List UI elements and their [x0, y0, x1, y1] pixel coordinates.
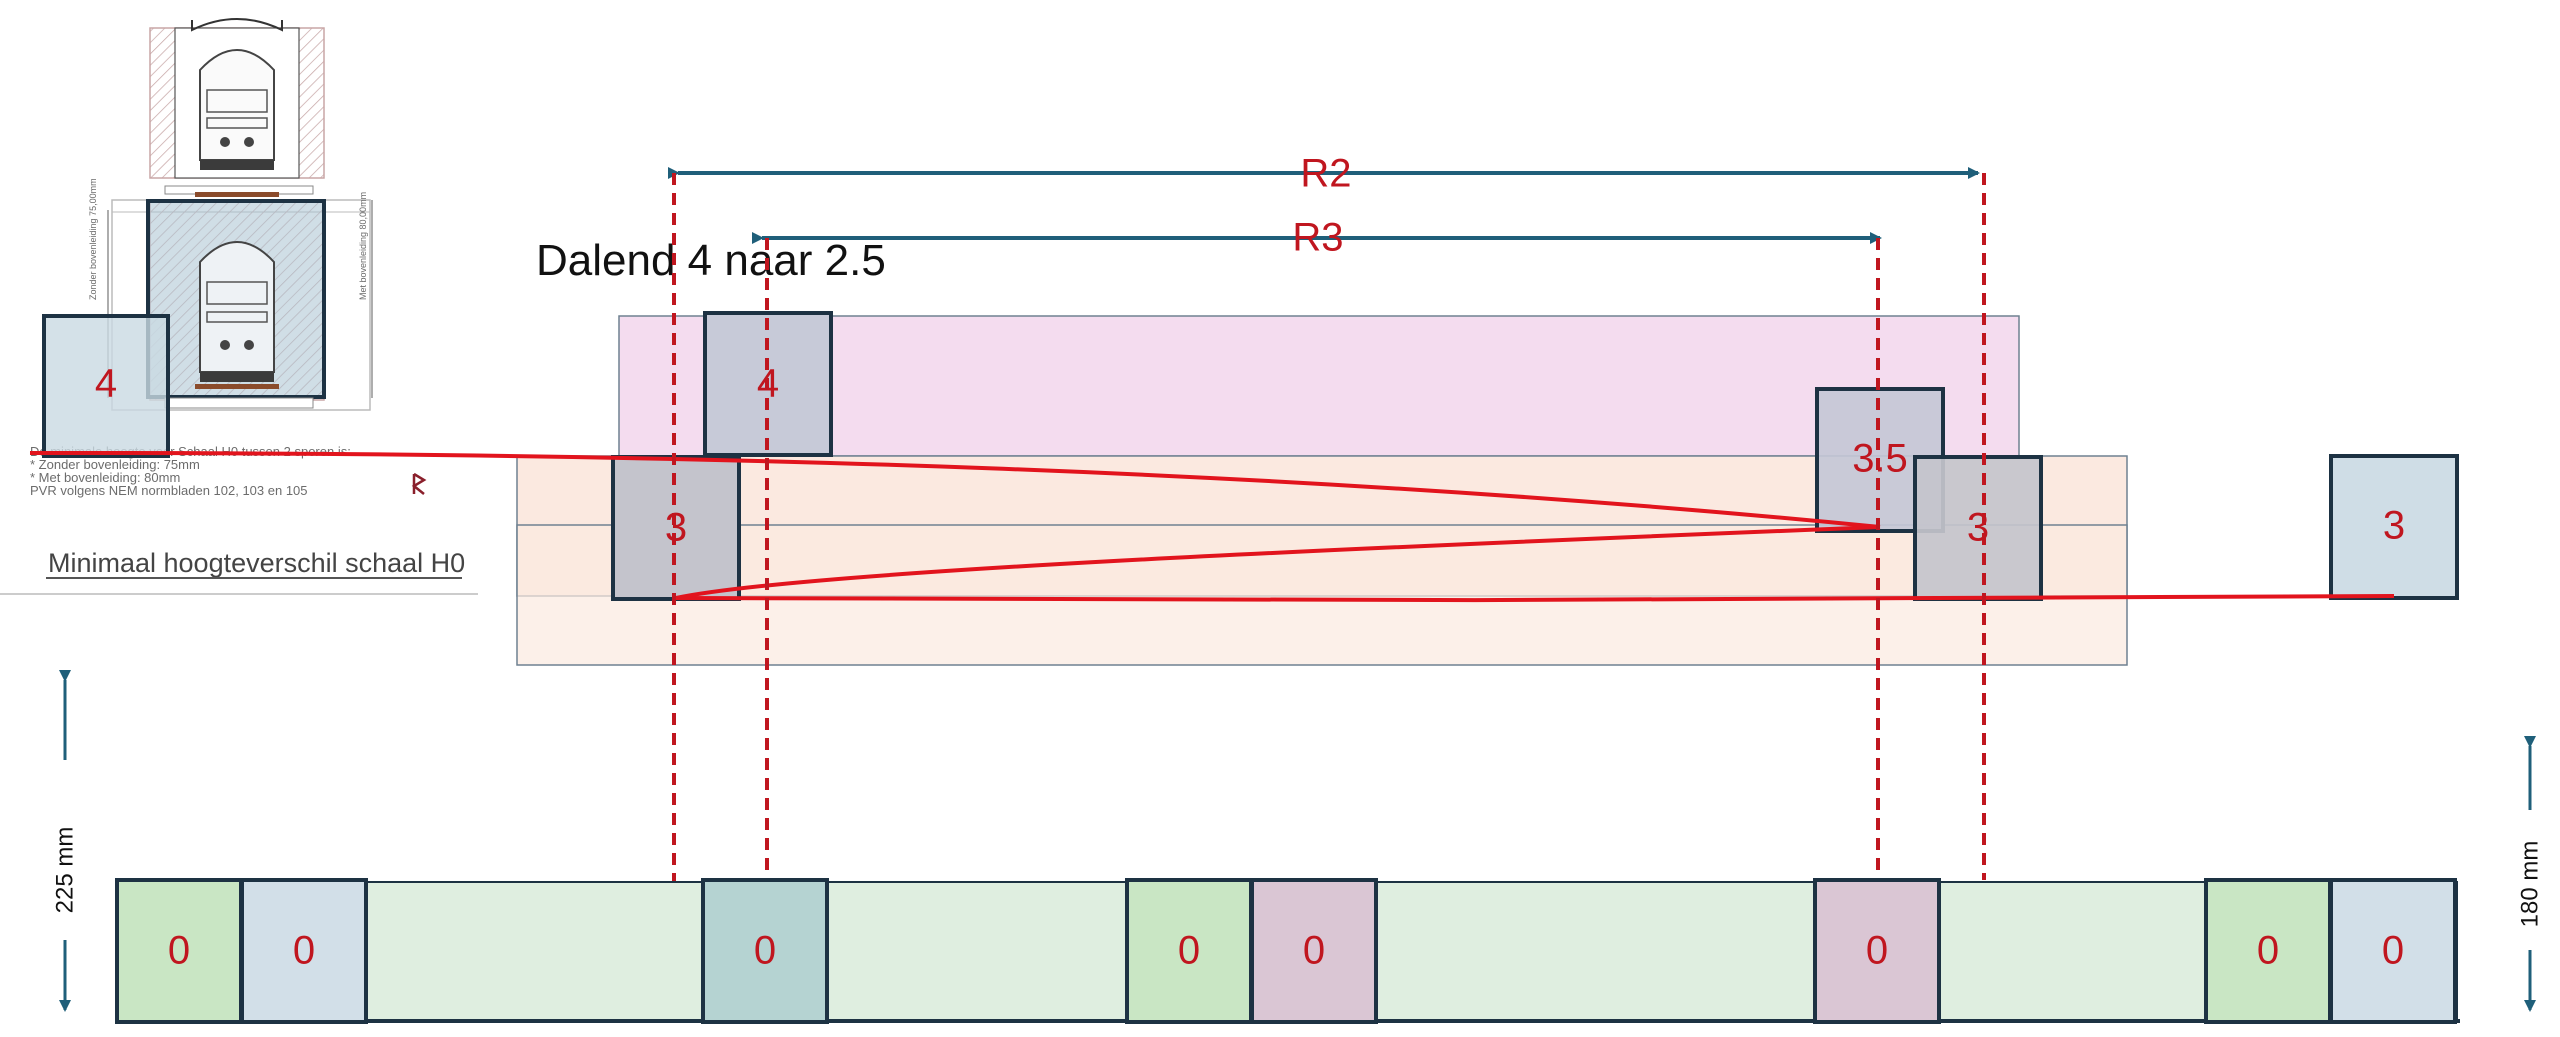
right-level-label: 3 — [2383, 504, 2405, 548]
base-block-label-5: 0 — [1303, 929, 1325, 973]
descending-track-path — [29, 450, 2395, 603]
base-block-label-4: 0 — [1178, 929, 1200, 973]
base-block-8 — [2329, 878, 2457, 1024]
radius-guide-lines — [672, 173, 1986, 950]
diagram-title: Dalend 4 naar 2.5 — [536, 236, 886, 285]
reference-inset: Zonder bovenleiding 75,00mm Met bovenlei… — [0, 18, 478, 595]
base-block-label-2: 0 — [293, 929, 315, 973]
base-block-5 — [1250, 878, 1378, 1024]
inset-right-dimension: Met bovenleiding 80,00mm — [358, 192, 368, 300]
middle-left-label: 3 — [665, 506, 687, 550]
base-block-label-6: 0 — [1866, 929, 1888, 973]
height-measure-180: 180 mm — [2505, 736, 2555, 1012]
base-block-6 — [1813, 878, 1941, 1024]
upper-train-illustration — [149, 18, 325, 197]
inset-note-line-3: * Met bovenleiding: 80mm — [30, 470, 180, 485]
base-level-blocks: 0 0 0 0 0 0 0 0 — [115, 878, 2457, 1024]
upper-level-layer — [618, 315, 2020, 457]
r2-dimension: R2 — [668, 152, 1980, 196]
r2-level-block — [1913, 455, 2043, 601]
author-logo — [411, 472, 427, 495]
height-measure-225: 225 mm — [40, 670, 90, 1012]
base-block-2 — [240, 878, 368, 1024]
base-block-label-3: 0 — [754, 929, 776, 973]
lower-level-layer — [516, 524, 2128, 666]
base-block-label-8: 0 — [2382, 929, 2404, 973]
inset-note-line-2: * Zonder bovenleiding: 75mm — [30, 457, 200, 472]
base-block-3 — [701, 878, 829, 1024]
r2-label: R2 — [1300, 152, 1351, 196]
height-label-225: 225 mm — [51, 827, 78, 914]
lower-train-illustration — [107, 199, 373, 411]
base-block-label-1: 0 — [168, 929, 190, 973]
base-block-7 — [2204, 878, 2332, 1024]
inset-level-label: 4 — [95, 362, 117, 406]
height-label-180: 180 mm — [2516, 841, 2543, 928]
right-level-block — [2329, 454, 2459, 600]
inset-title: Minimaal hoogteverschil schaal H0 — [48, 548, 465, 578]
base-block-label-7: 0 — [2257, 929, 2279, 973]
r3-label: R3 — [1292, 216, 1343, 260]
inset-level-block — [42, 314, 170, 458]
inset-left-dimension: Zonder bovenleiding 75,00mm — [88, 178, 98, 300]
r3-dimension: R3 — [752, 216, 1882, 260]
inset-note-line-4: PVR volgens NEM normbladen 102, 103 en 1… — [30, 483, 308, 498]
